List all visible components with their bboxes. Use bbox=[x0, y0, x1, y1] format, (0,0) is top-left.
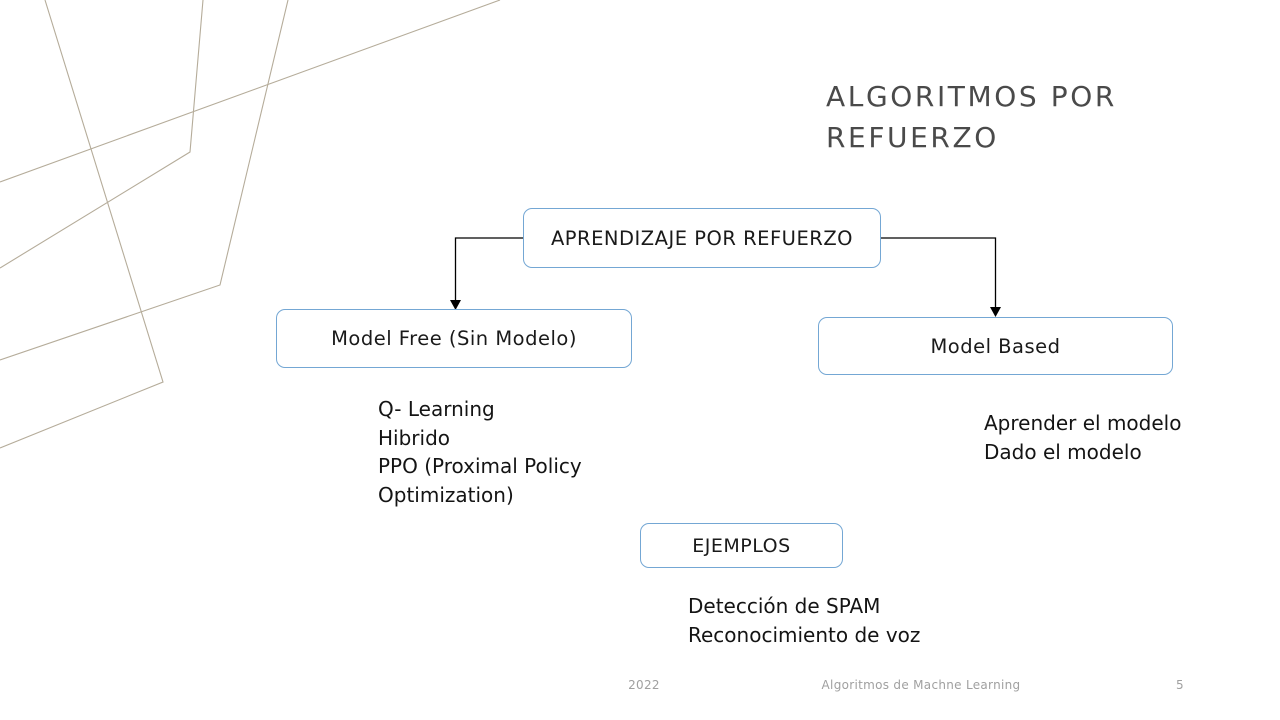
decor-line-diagonal bbox=[0, 0, 501, 183]
node-aprendizaje-por-refuerzo: APRENDIZAJE POR REFUERZO bbox=[523, 208, 881, 268]
model-based-list: Aprender el modelo Dado el modelo bbox=[984, 409, 1181, 467]
list-item: Dado el modelo bbox=[984, 440, 1142, 464]
decor-line-angled bbox=[0, 0, 289, 361]
list-item: Aprender el modelo bbox=[984, 411, 1182, 435]
arrowhead-right-icon bbox=[990, 307, 1001, 317]
footer-page-number: 5 bbox=[1176, 678, 1184, 692]
flowchart-connectors bbox=[454, 237, 997, 309]
arrowheads bbox=[450, 300, 1001, 317]
node-model-based-label: Model Based bbox=[930, 334, 1061, 358]
list-item: Optimization) bbox=[378, 482, 514, 507]
model-free-list: Q- Learning Hibrido PPO (Proximal Policy… bbox=[378, 395, 582, 509]
footer-course-title: Algoritmos de Machne Learning bbox=[821, 678, 1021, 692]
list-item: Reconocimiento de voz bbox=[688, 623, 921, 647]
list-item: PPO (Proximal Policy bbox=[378, 454, 582, 478]
list-item: Hibrido bbox=[378, 425, 451, 450]
arrowhead-left-icon bbox=[450, 300, 461, 310]
list-item: Detección de SPAM bbox=[688, 594, 881, 618]
footer-date: 2022 bbox=[628, 678, 660, 692]
connector-left bbox=[454, 237, 523, 302]
slide-title: ALGORITMOS POR REFUERZO bbox=[826, 80, 1117, 154]
list-item: Q- Learning bbox=[378, 397, 495, 421]
node-model-free: Model Free (Sin Modelo) bbox=[276, 309, 632, 368]
decor-line-vertical bbox=[0, 0, 204, 269]
node-ejemplos: EJEMPLOS bbox=[640, 523, 843, 568]
decorative-lines bbox=[0, 0, 501, 449]
node-model-based: Model Based bbox=[818, 317, 1173, 375]
decor-line-steep bbox=[0, 0, 164, 449]
examples-list: Detección de SPAM Reconocimiento de voz bbox=[688, 592, 920, 650]
node-root-label: APRENDIZAJE POR REFUERZO bbox=[550, 226, 854, 250]
node-ejemplos-label: EJEMPLOS bbox=[692, 534, 791, 557]
connector-right bbox=[881, 237, 997, 309]
node-model-free-label: Model Free (Sin Modelo) bbox=[331, 327, 577, 350]
